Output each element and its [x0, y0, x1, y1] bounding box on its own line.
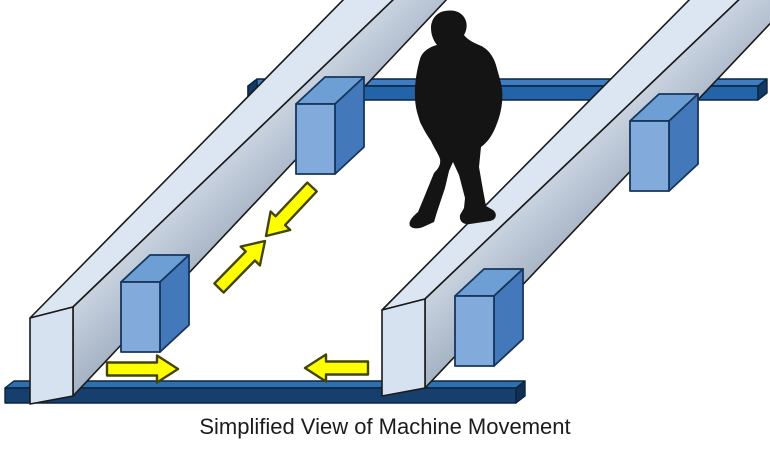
- arrow-up-right: [213, 239, 267, 294]
- person-silhouette: [409, 10, 503, 229]
- arrow-left: [303, 353, 370, 383]
- carriage-front-face: [295, 103, 336, 175]
- carriage-left-upper: [295, 76, 365, 175]
- top-rail-right-cap: [757, 78, 768, 101]
- carriage-right-lower: [454, 268, 524, 367]
- arrow-down-left: [264, 181, 318, 238]
- caption: Simplified View of Machine Movement: [199, 414, 570, 439]
- carriage-right-upper: [629, 93, 699, 192]
- carriage-front-face: [120, 281, 161, 353]
- right-beam-end-face: [381, 298, 426, 397]
- bottom-rail-right-cap: [515, 380, 526, 404]
- arrow-right: [105, 354, 180, 384]
- left-beam-end-face: [29, 306, 74, 405]
- carriage-front-face: [454, 295, 495, 367]
- bottom-rail-front-face: [4, 387, 517, 404]
- carriage-front-face: [629, 120, 670, 192]
- carriage-left-lower: [120, 254, 190, 353]
